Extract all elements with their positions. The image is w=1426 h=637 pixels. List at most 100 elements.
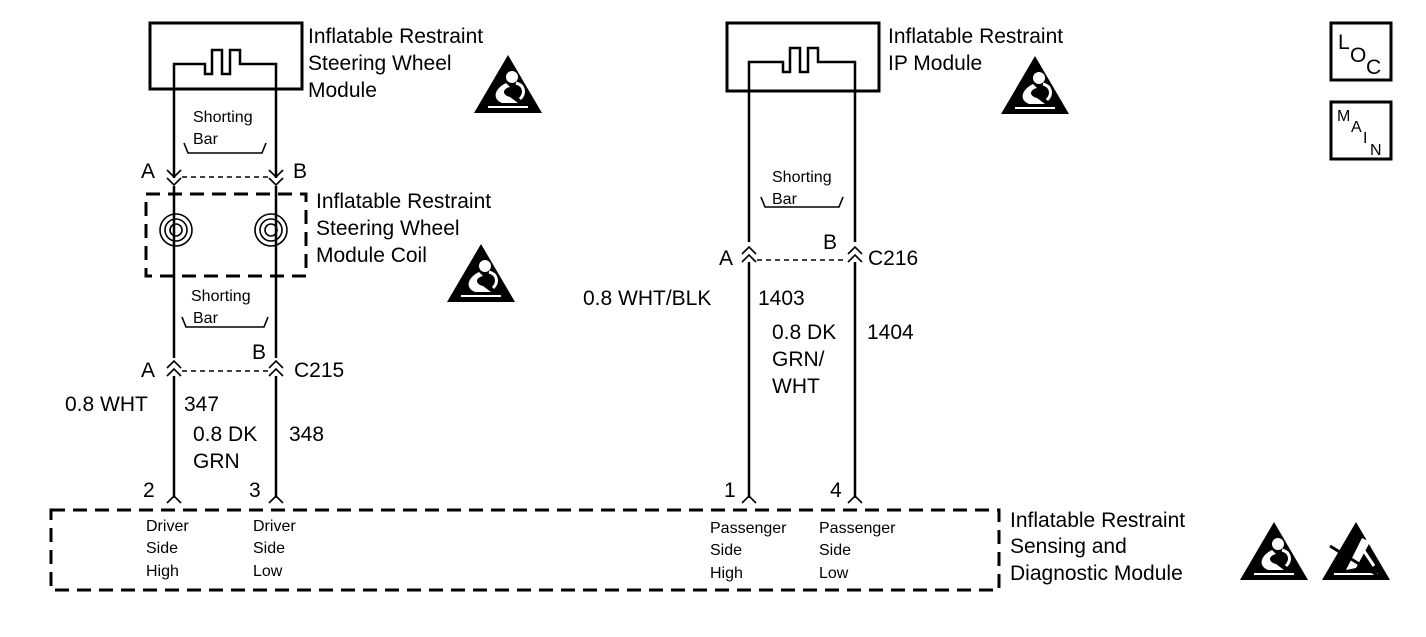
shorting-bar-label-1: Shorting — [193, 109, 253, 126]
pin-1-terminal — [741, 494, 757, 504]
pin-2-terminal — [166, 494, 182, 504]
sdm-pin-2-label-3: High — [146, 563, 179, 580]
loc-button[interactable]: L O C — [1329, 21, 1393, 82]
shorting-bar-bracket — [760, 196, 844, 208]
shorting-bar-bracket — [181, 316, 269, 328]
pin-a-label: A — [141, 359, 155, 382]
sdm-pin-1-label-3: High — [710, 565, 743, 582]
sdm-pin-3-label-2: Side — [253, 540, 285, 557]
loc-letter-l: L — [1338, 31, 1350, 54]
sdm-title-3: Diagnostic Module — [1010, 562, 1183, 585]
shorting-bar-upper-left: Shorting Bar — [183, 109, 267, 154]
coil-title-1: Inflatable Restraint — [316, 190, 491, 213]
driver-wires: 0.8 WHT 347 0.8 DK GRN 348 — [65, 376, 324, 498]
pin-a-label: A — [141, 160, 155, 183]
shorting-bar-lower-left: Shorting Bar — [181, 288, 269, 328]
loc-letter-c: C — [1366, 56, 1381, 79]
wire-348-color-2: GRN — [193, 450, 240, 473]
pin-3-terminal — [268, 494, 284, 504]
ip-module-box — [725, 21, 881, 93]
pin-a-male-terminal — [741, 245, 757, 263]
coil-dashed-box — [144, 192, 308, 278]
shorting-bar-label-1: Shorting — [191, 288, 251, 305]
airbag-warning-icon — [445, 242, 517, 304]
shorting-bar-bracket — [183, 142, 267, 154]
main-letter-i: I — [1363, 130, 1367, 147]
shorting-bar-label-2: Bar — [772, 191, 798, 208]
sdm-pin-1-label-2: Side — [710, 542, 742, 559]
shorting-bar-label-1: Shorting — [772, 169, 832, 186]
c215-label: C215 — [294, 359, 344, 382]
connector-c216: A B C216 — [719, 231, 918, 270]
loc-letter-o: O — [1350, 44, 1366, 67]
steering-module-title-2: Steering Wheel — [308, 52, 452, 75]
ip-module-internal-circuit — [747, 46, 857, 242]
main-letter-n: N — [1370, 142, 1382, 159]
connector-steering-coil-upper: A B — [141, 160, 307, 187]
sdm-title-1: Inflatable Restraint — [1010, 509, 1185, 532]
pin-b-label: B — [252, 341, 266, 364]
sdm-pin-4-label-3: Low — [819, 565, 849, 582]
sdm-pin-3-label-3: Low — [253, 563, 283, 580]
steering-module-internal-circuit — [172, 48, 278, 178]
wire-1404-color-3: WHT — [772, 375, 820, 398]
sdm-dashed-box — [49, 508, 1001, 592]
sdm-pin-3-label-1: Driver — [253, 518, 296, 535]
wire-347-circuit: 347 — [184, 393, 219, 416]
pin-b-label: B — [293, 160, 307, 183]
c216-label: C216 — [868, 247, 918, 270]
pin-a-female-terminal — [166, 169, 182, 187]
main-button-frame[interactable] — [1329, 100, 1393, 161]
pin-b-label: B — [823, 231, 837, 254]
coil-spring-icon-left — [159, 213, 193, 247]
main-button[interactable]: M A I N — [1329, 100, 1393, 161]
ip-module-title-1: Inflatable Restraint — [888, 25, 1063, 48]
sdm-pin-1-number: 1 — [724, 479, 736, 502]
ip-module: Inflatable Restraint IP Module — [725, 21, 1063, 242]
pin-b-male-terminal — [847, 245, 863, 263]
sdm-pin-1-label-1: Passenger — [710, 520, 787, 537]
passenger-wires: 0.8 WHT/BLK 1403 0.8 DK GRN/ WHT 1404 — [583, 262, 914, 498]
sdm-pin-4-number: 4 — [830, 479, 842, 502]
sensing-diagnostic-module: 2 3 1 4 Driver Side High Driver Side Low… — [49, 479, 1185, 592]
sdm-pin-2-number: 2 — [143, 479, 155, 502]
steering-module-title-1: Inflatable Restraint — [308, 25, 483, 48]
sdm-pin-2-label-1: Driver — [146, 518, 189, 535]
pin-a-male-terminal — [166, 359, 182, 377]
connector-c215: A B C215 — [141, 341, 344, 382]
pin-4-terminal — [847, 494, 863, 504]
wire-1404-color-2: GRN/ — [772, 348, 825, 371]
airbag-warning-icon — [472, 53, 544, 115]
shorting-bar-label-2: Bar — [193, 310, 219, 327]
steering-module-title-3: Module — [308, 79, 377, 102]
ip-module-title-2: IP Module — [888, 52, 982, 75]
wire-1403-circuit: 1403 — [758, 287, 805, 310]
wire-348-color-1: 0.8 DK — [193, 423, 257, 446]
coil-title-3: Module Coil — [316, 244, 427, 267]
coil-title-2: Steering Wheel — [316, 217, 460, 240]
sdm-pin-4-label-1: Passenger — [819, 520, 896, 537]
coil-spring-icon-right — [254, 213, 288, 247]
wire-347-color: 0.8 WHT — [65, 393, 148, 416]
loc-button-frame[interactable] — [1329, 21, 1393, 82]
shorting-bar-ip: Shorting Bar — [760, 169, 844, 208]
main-letter-a: A — [1351, 119, 1362, 136]
wire-1404-circuit: 1404 — [867, 321, 914, 344]
steering-module-box — [148, 21, 304, 91]
esd-warning-icon — [1322, 522, 1390, 580]
wire-348-circuit: 348 — [289, 423, 324, 446]
pin-b-male-terminal — [268, 359, 284, 377]
wire-1403-color: 0.8 WHT/BLK — [583, 287, 711, 310]
airbag-warning-icon — [1238, 520, 1310, 582]
sdm-pin-3-number: 3 — [249, 479, 261, 502]
sdm-pin-4-label-2: Side — [819, 542, 851, 559]
sdm-title-2: Sensing and — [1010, 535, 1127, 558]
shorting-bar-label-2: Bar — [193, 131, 219, 148]
steering-wheel-module: Inflatable Restraint Steering Wheel Modu… — [148, 21, 483, 178]
sdm-pin-2-label-2: Side — [146, 540, 178, 557]
steering-wheel-module-coil: Inflatable Restraint Steering Wheel Modu… — [144, 186, 491, 358]
wire-1404-color-1: 0.8 DK — [772, 321, 836, 344]
main-letter-m: M — [1337, 108, 1350, 125]
pin-a-label: A — [719, 247, 733, 270]
